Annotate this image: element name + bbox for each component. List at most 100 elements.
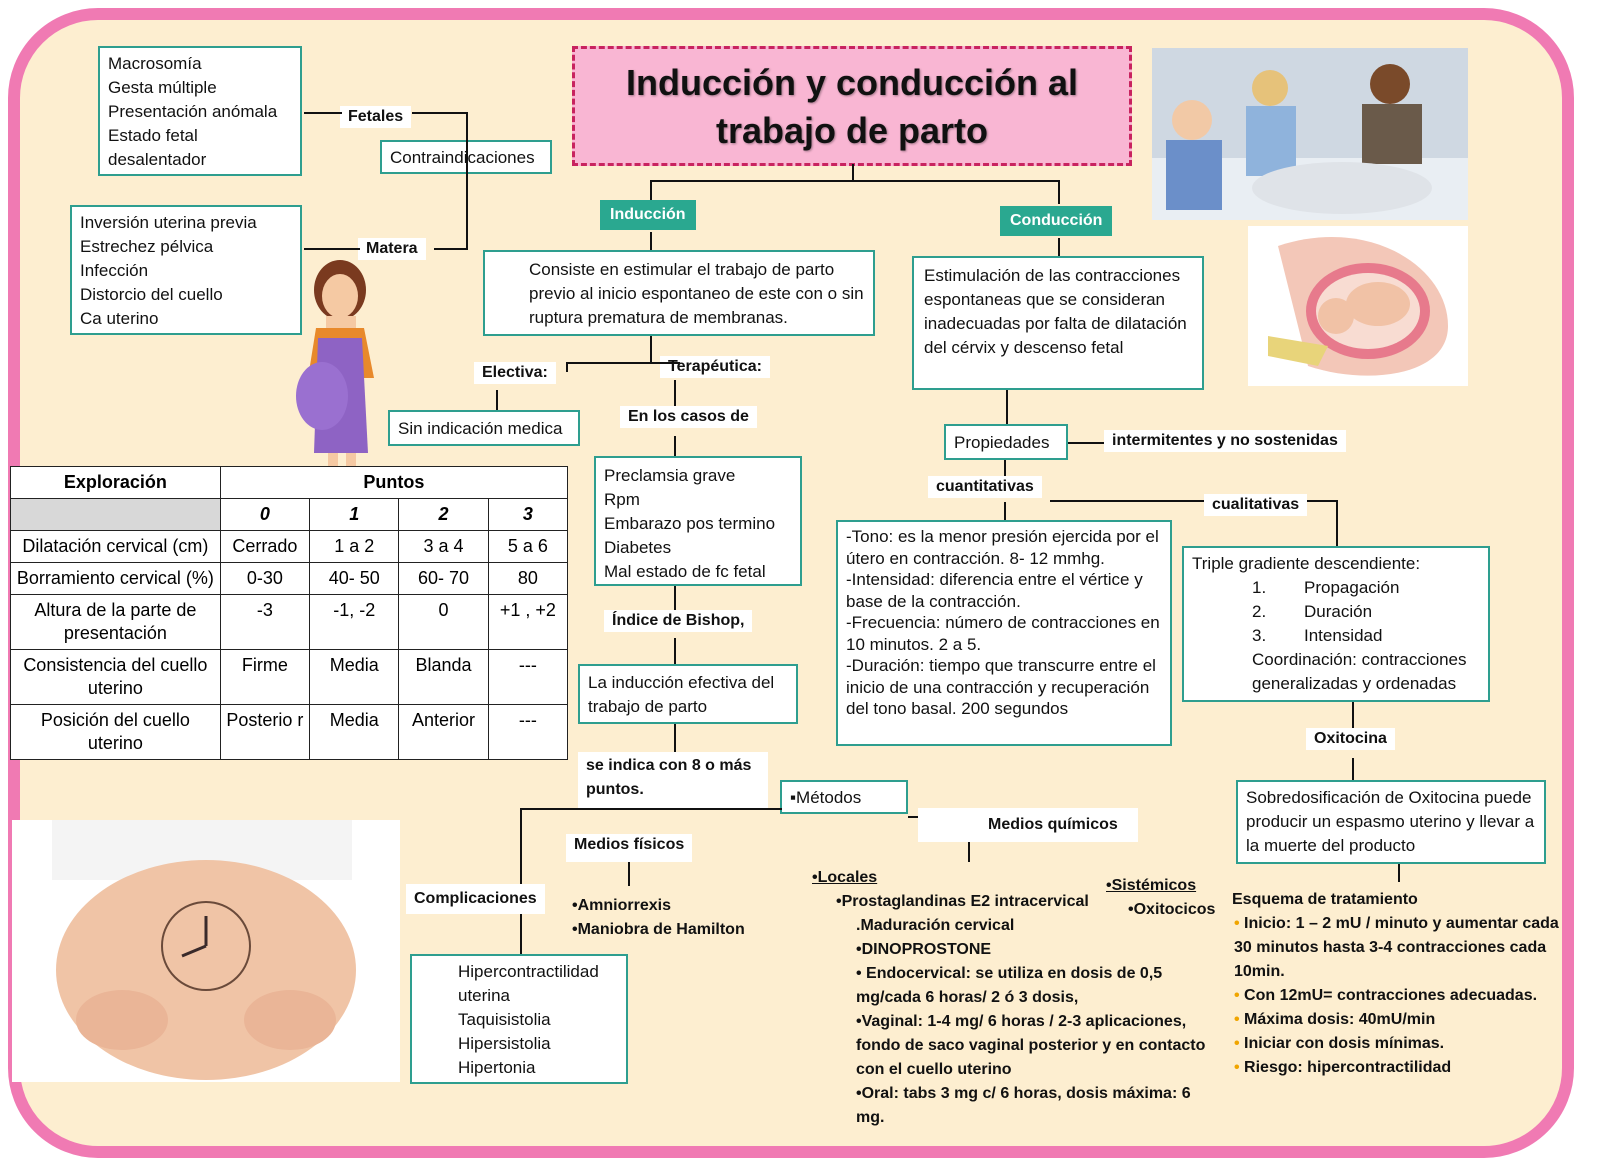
table-cell: 5 a 6 [487, 530, 569, 563]
table-score: 2 [398, 498, 489, 531]
materna-box: Inversión uterina previa Estrechez pélvi… [70, 205, 302, 335]
triple-item: 3.Intensidad [1192, 624, 1480, 648]
table-cell: Media [309, 649, 400, 705]
fetales-label: Fetales [340, 106, 412, 128]
connector [1050, 500, 1206, 502]
table-cell: 60- 70 [398, 562, 489, 595]
pregnant-woman-illustration [296, 260, 374, 467]
table-cell: +1 , +2 [487, 594, 569, 650]
pregnant-belly-clock-photo [12, 820, 400, 1082]
medios-quimicos-label: Medios químicos [918, 808, 1138, 842]
esquema-item: Riesgo: hipercontractilidad [1234, 1056, 1574, 1080]
table-cell: Anterior [398, 704, 489, 760]
cuantitativa-item: -Duración: tiempo que transcurre entre e… [846, 656, 1156, 718]
triple-text: Propagación [1304, 578, 1400, 597]
table-cell: Firme [219, 649, 311, 705]
triple-number: 2. [1252, 602, 1267, 621]
caso-item: Rpm [604, 490, 640, 509]
esquema-list: Inicio: 1 – 2 mU / minuto y aumentar cad… [1234, 912, 1574, 1080]
fisico-item: •Amniorrexis [572, 897, 671, 914]
fisico-item: •Maniobra de Hamilton [572, 921, 745, 938]
materna-item: Estrechez pélvica [80, 237, 214, 256]
esquema-item: Máxima dosis: 40mU/min [1234, 1008, 1574, 1032]
casos-box: Preclamsia grave Rpm Embarazo pos termin… [594, 456, 802, 586]
triple-number: 1. [1252, 578, 1267, 597]
fetales-box: Macrosomía Gesta múltiple Presentación a… [98, 46, 302, 176]
table-cell: 1 a 2 [309, 530, 400, 563]
triple-item: 1. Propagación [1192, 576, 1480, 600]
cuantitativa-item: -Intensidad: diferencia entre el vértice… [846, 570, 1143, 611]
oxitocina-label: Oxitocina [1306, 728, 1395, 750]
table-row: Consistencia del cuello uterino Firme Me… [10, 649, 569, 705]
bishop-label: Índice de Bishop, [604, 610, 753, 632]
connector [650, 232, 652, 250]
table-cell: -3 [219, 594, 311, 650]
connector [1398, 864, 1400, 882]
materna-item: Inversión uterina previa [80, 213, 257, 232]
esquema-item: Iniciar con dosis mínimas. [1234, 1032, 1574, 1056]
table-score: 1 [309, 498, 400, 531]
complicaciones-box: Hipercontractilidad uterina Taquisistoli… [410, 954, 628, 1084]
cualitativas-box: Triple gradiente descendiente: 1. Propaga… [1182, 546, 1490, 702]
table-cell: --- [487, 649, 569, 705]
table-header-empty [10, 498, 221, 531]
electiva-value: Sin indicación medica [388, 410, 580, 446]
electiva-label: Electiva: [474, 362, 556, 384]
table-row-name: Dilatación cervical (cm) [10, 530, 221, 563]
caso-item: Mal estado de fc fetal [604, 562, 766, 581]
conduccion-definition: Estimulación de las contracciones espont… [912, 256, 1204, 390]
connector [650, 180, 1060, 182]
table-row: Dilatación cervical (cm) Cerrado 1 a 2 3… [10, 530, 569, 563]
complicacion-item: Hipersistolia [458, 1034, 551, 1053]
fetales-item: Gesta múltiple [108, 78, 217, 97]
page-title: Inducción y conducción al trabajo de par… [572, 46, 1132, 166]
connector [1004, 502, 1006, 520]
locales-list: .Maduración cervical •DINOPROSTONE • End… [856, 914, 1206, 1130]
connector [674, 380, 676, 406]
fetal-position-illustration [1248, 226, 1468, 386]
propiedades-box: Propiedades [944, 424, 1068, 460]
connector [674, 586, 676, 610]
metodos-box: ▪Métodos [780, 780, 908, 814]
table-cell: 0-30 [219, 562, 311, 595]
local-item: • Endocervical: se utiliza en dosis de 0… [856, 965, 1163, 1006]
table-cell: 3 a 4 [398, 530, 489, 563]
connector [1006, 390, 1008, 426]
casos-label: En los casos de [620, 406, 757, 428]
triple-gradiente: Triple gradiente descendiente: [1192, 554, 1421, 573]
connector [434, 248, 468, 250]
table-header-puntos: Puntos [219, 466, 569, 499]
fetales-item: desalentador [108, 150, 207, 169]
table-cell: Blanda [398, 649, 489, 705]
fetales-item: Presentación anómala [108, 102, 278, 121]
table-cell: 0 [398, 594, 489, 650]
connector [908, 816, 918, 818]
fetales-item: Macrosomía [108, 54, 202, 73]
connector [520, 808, 782, 810]
connector [466, 112, 468, 250]
table-cell: Media [309, 704, 400, 760]
table-row-name: Altura de la parte de presentación [10, 594, 221, 650]
caso-item: Embarazo pos termino [604, 514, 776, 533]
triple-text: Intensidad [1304, 626, 1383, 645]
connector [1352, 758, 1354, 780]
table-cell: 40- 50 [309, 562, 400, 595]
connector [674, 724, 676, 752]
materna-item: Ca uterino [80, 309, 159, 328]
connector [674, 436, 676, 456]
cualitativas-label: cualitativas [1204, 494, 1308, 516]
connector [1068, 442, 1104, 444]
oxitocicos-label: •Oxitocicos [1128, 901, 1216, 918]
table-cell: --- [487, 704, 569, 760]
local-item: •Oral: tabs 3 mg c/ 6 horas, dosis máxim… [856, 1085, 1191, 1126]
connector [520, 808, 522, 958]
induccion-label: Inducción [600, 200, 696, 230]
connector [566, 362, 568, 372]
delivery-room-photo [1152, 48, 1468, 220]
connector [304, 248, 360, 250]
sobredosis-box: Sobredosificación de Oxitocina puede pro… [1236, 780, 1546, 864]
materna-label: Matera [358, 238, 426, 260]
table-row: Posición del cuello uterino Posterio r M… [10, 704, 569, 760]
connector [852, 164, 854, 182]
complicacion-item: Hipercontractilidad uterina [458, 962, 599, 1005]
